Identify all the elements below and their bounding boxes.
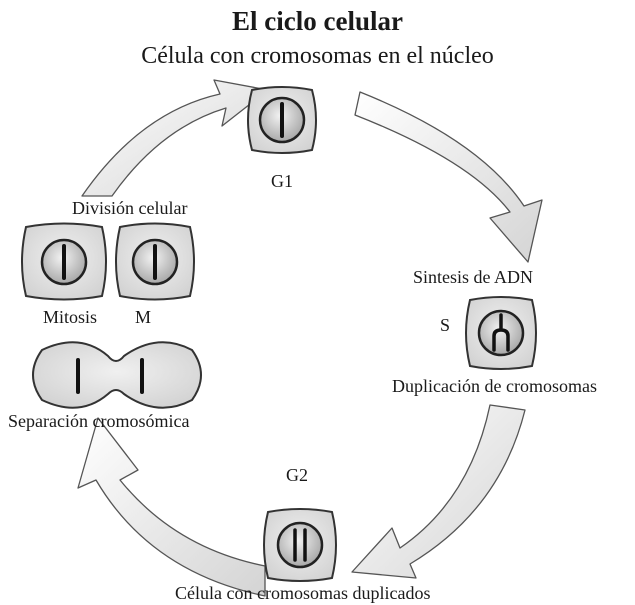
- label-sintesis: Sintesis de ADN: [413, 267, 534, 287]
- diagram-subtitle: Célula con cromosomas en el núcleo: [141, 43, 494, 69]
- label-duplicados: Célula con cromosomas duplicados: [175, 583, 431, 603]
- cell-dividing: [32, 341, 202, 409]
- label-g2: G2: [286, 465, 308, 485]
- cell-mitosis-left: [21, 222, 107, 301]
- cell-g2: [263, 508, 337, 582]
- cell-mitosis-right: [115, 222, 195, 301]
- arrow-g2-to-m: [77, 417, 266, 597]
- label-division: División celular: [72, 198, 188, 218]
- cell-g1: [247, 86, 317, 154]
- label-s: S: [440, 315, 451, 335]
- label-separacion: Separación cromosómica: [8, 411, 190, 431]
- label-duplicacion: Duplicación de cromosomas: [392, 376, 597, 396]
- diagram-title: El ciclo celular: [232, 6, 403, 36]
- label-m: M: [135, 307, 152, 327]
- label-g1: G1: [271, 171, 293, 191]
- arrow-m-to-g1: [81, 79, 269, 197]
- label-mitosis: Mitosis: [43, 307, 98, 327]
- arrow-s-to-g2: [351, 404, 526, 579]
- cell-s: [465, 296, 537, 370]
- arrow-g1-to-s: [354, 91, 543, 263]
